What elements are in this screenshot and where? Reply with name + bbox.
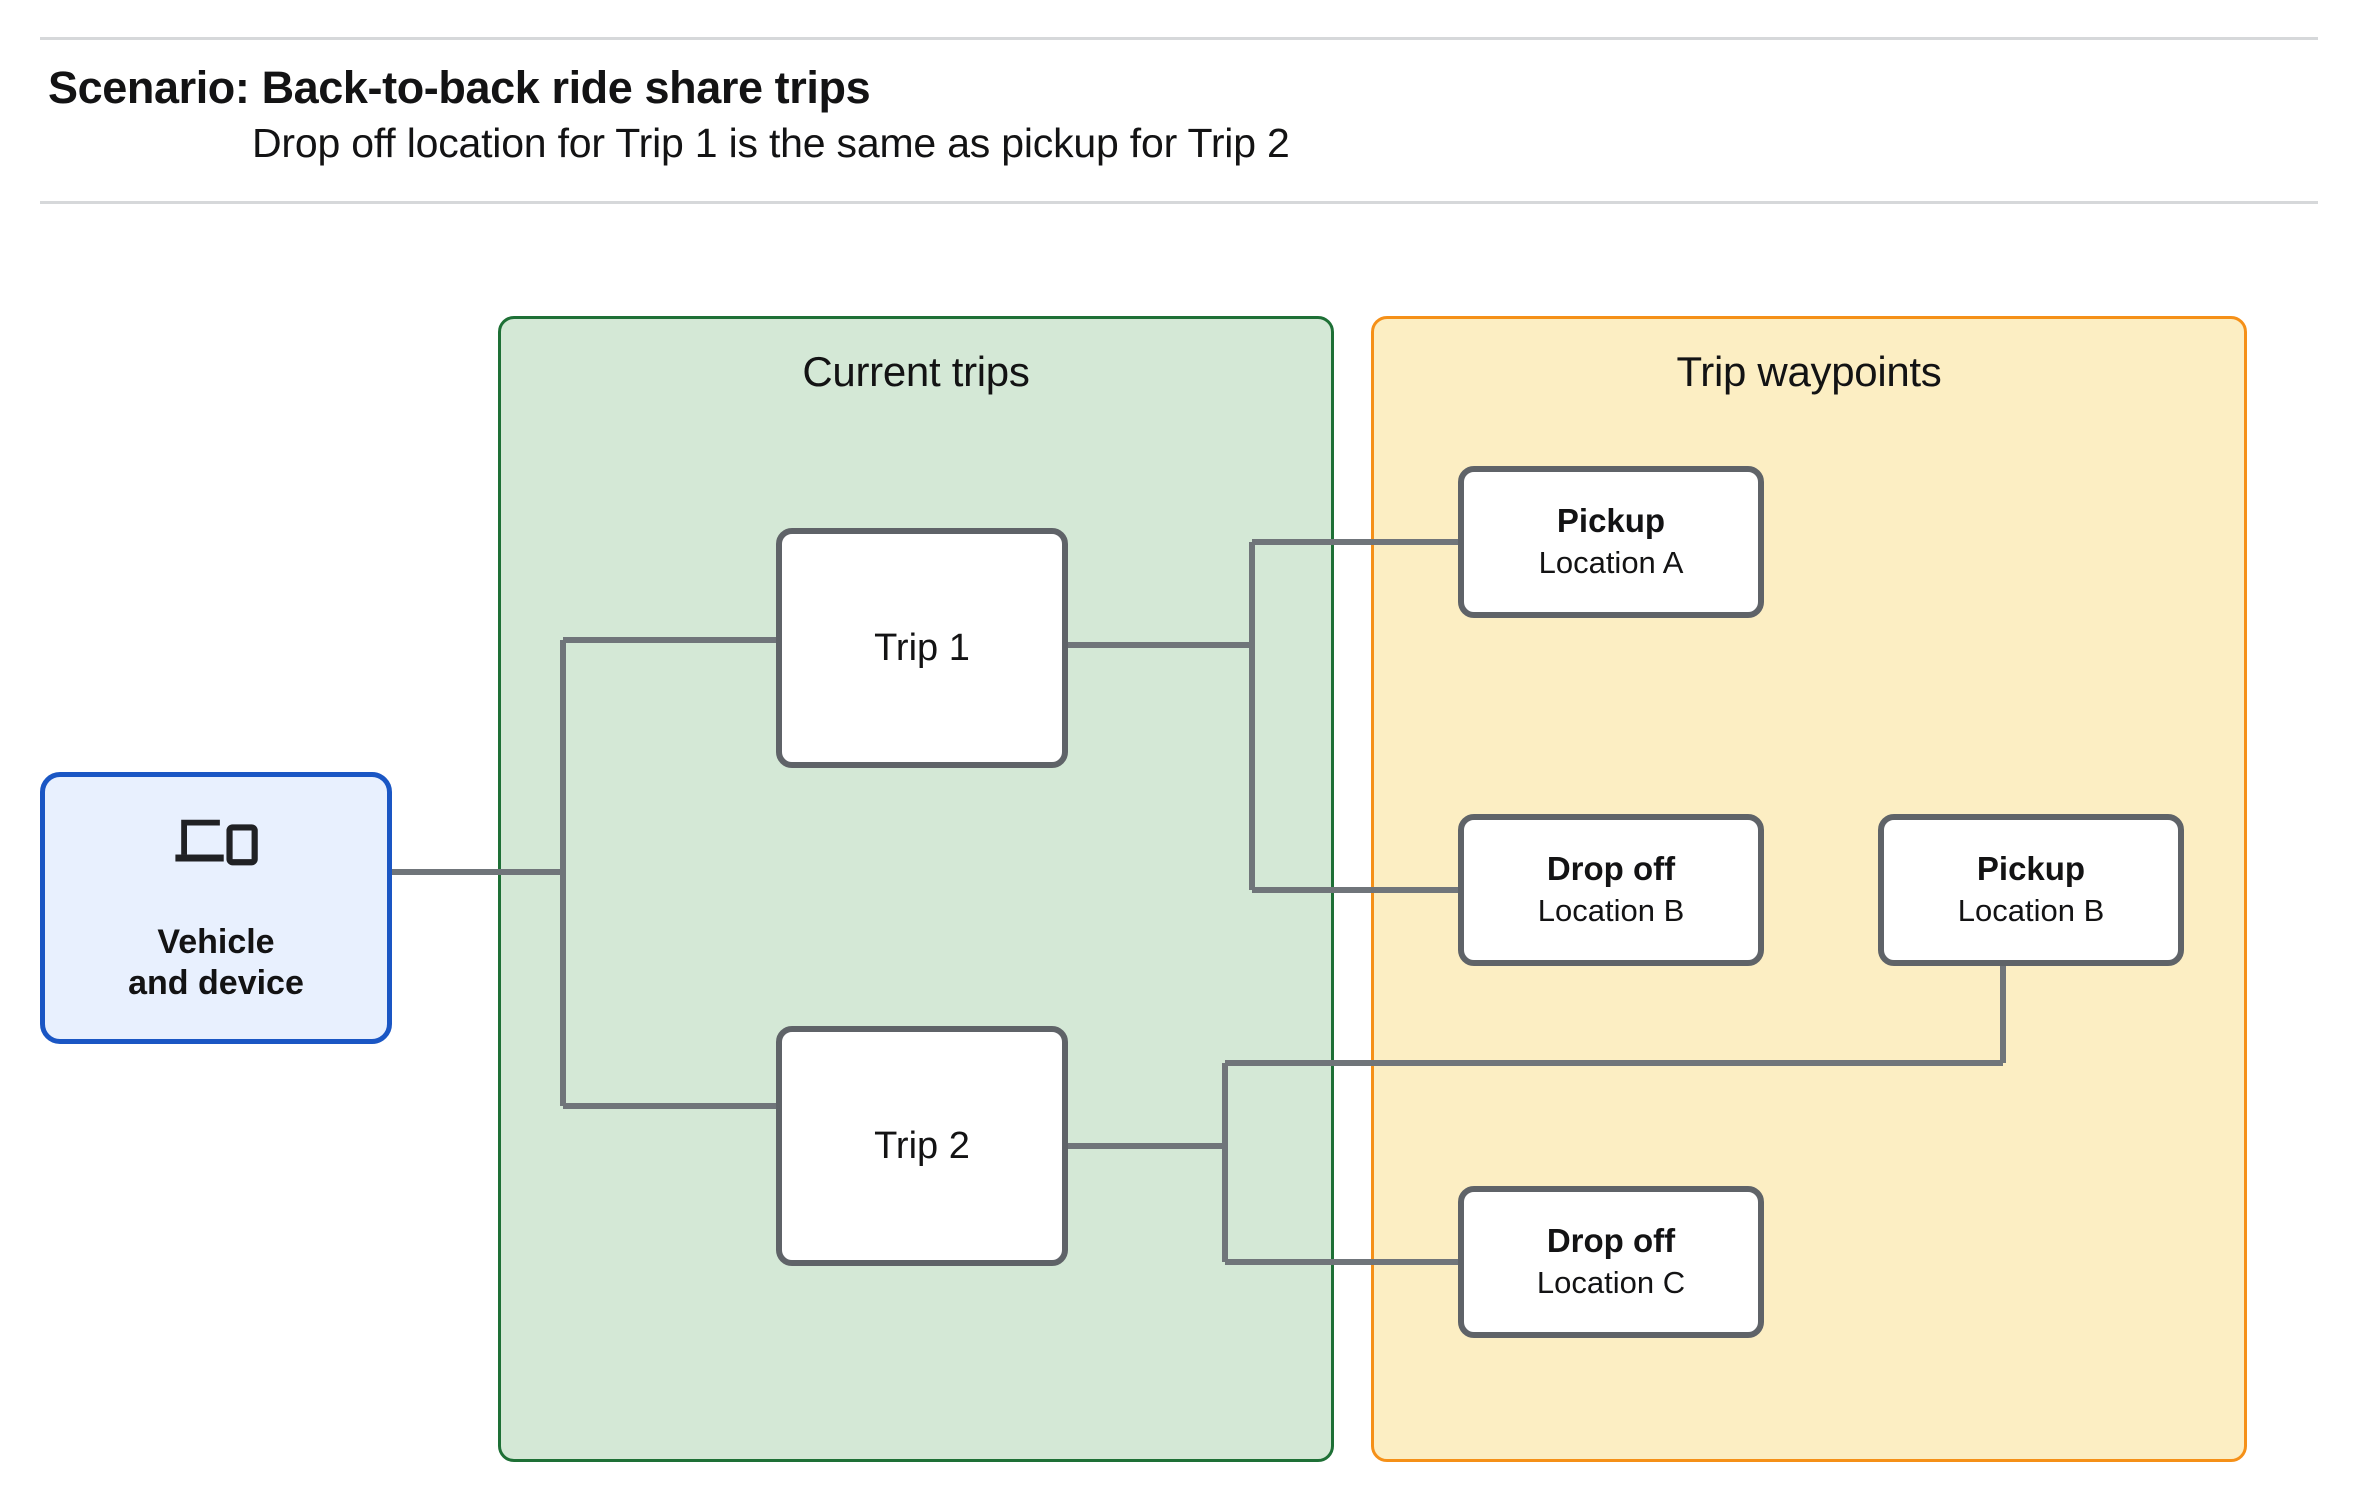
waypoint-pickup-a-type: Pickup <box>1556 502 1666 540</box>
node-trip-1[interactable]: Trip 1 <box>776 528 1068 768</box>
waypoint-pickup-a-location: Location A <box>1538 545 1684 581</box>
page-title: Scenario: Back-to-back ride share trips <box>48 62 871 113</box>
node-vehicle-and-device[interactable]: Vehicle and device <box>40 772 392 1044</box>
trip-1-label: Trip 1 <box>874 626 970 669</box>
waypoint-dropoff-c-location: Location C <box>1536 1265 1686 1301</box>
waypoint-pickup-b-location: Location B <box>1957 893 2105 929</box>
node-waypoint-dropoff-c[interactable]: Drop off Location C <box>1458 1186 1764 1338</box>
header-divider-bottom <box>40 201 2318 204</box>
waypoint-dropoff-c-type: Drop off <box>1546 1222 1676 1260</box>
node-waypoint-dropoff-b[interactable]: Drop off Location B <box>1458 814 1764 966</box>
waypoint-dropoff-b-location: Location B <box>1537 893 1685 929</box>
group-title-current-trips: Current trips <box>802 348 1030 395</box>
header-divider-top <box>40 37 2318 40</box>
waypoint-pickup-b-type: Pickup <box>1976 850 2086 888</box>
page-subtitle: Drop off location for Trip 1 is the same… <box>252 120 1290 166</box>
vehicle-label: Vehicle and device <box>128 922 304 1005</box>
node-waypoint-pickup-a[interactable]: Pickup Location A <box>1458 466 1764 618</box>
group-panel-current-trips <box>498 316 1334 1462</box>
node-trip-2[interactable]: Trip 2 <box>776 1026 1068 1266</box>
vehicle-label-line1: Vehicle <box>157 922 275 961</box>
node-waypoint-pickup-b[interactable]: Pickup Location B <box>1878 814 2184 966</box>
group-title-trip-waypoints: Trip waypoints <box>1676 348 1942 395</box>
devices-icon <box>175 819 258 865</box>
waypoint-dropoff-b-type: Drop off <box>1546 850 1676 888</box>
vehicle-label-line2: and device <box>128 964 304 1002</box>
trip-2-label: Trip 2 <box>874 1124 970 1167</box>
